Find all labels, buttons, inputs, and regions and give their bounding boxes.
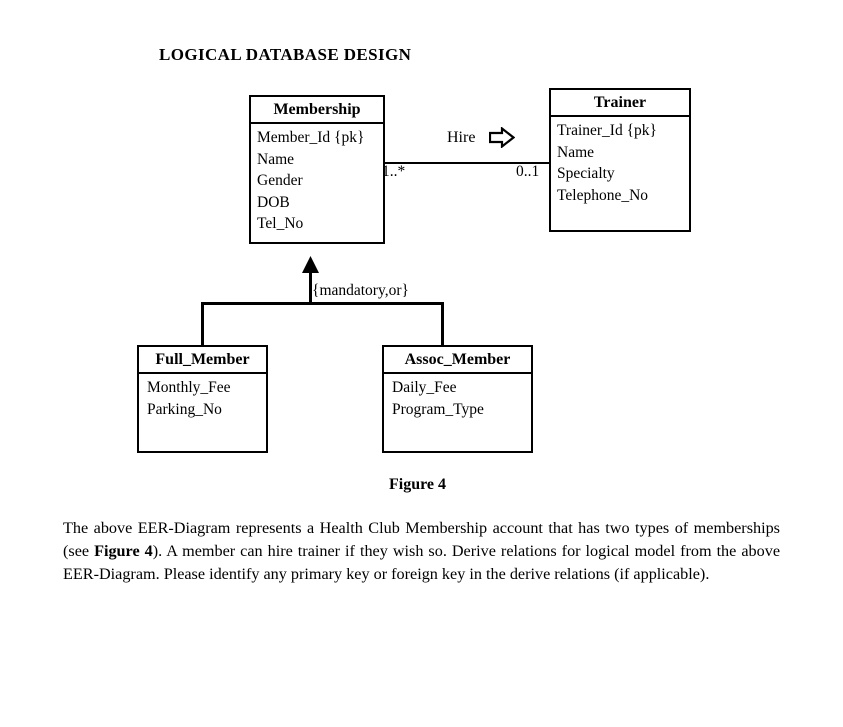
attribute-item: Telephone_No [557,186,649,204]
entity-title-membership: Membership [251,97,383,124]
specialization-branch-line-right [441,302,444,346]
attribute-list-assoc-member: Daily_Fee Program_Type [384,374,531,420]
specialization-horizontal-line [201,302,443,305]
attribute-item: Tel_No [257,215,304,232]
attribute-item: Gender [257,172,303,189]
page-title: LOGICAL DATABASE DESIGN [159,45,412,64]
relationship-label-hire: Hire [447,129,476,146]
up-triangle-icon [301,256,320,278]
paragraph-figure-reference: Figure 4 [94,542,153,560]
attribute-item: Daily_Fee [392,379,457,396]
right-block-arrow-icon [488,126,516,149]
paragraph-text-part-2: ). A member can hire trainer if they wis… [63,542,781,583]
attribute-list-membership: Member_Id {pk} Name Gender DOB Tel_No [251,124,383,235]
entity-title-full-member: Full_Member [139,347,266,374]
attribute-item: Program_Type [392,400,484,418]
body-paragraph: The above EER-Diagram represents a Healt… [63,517,780,586]
attribute-item: Name [257,150,295,168]
attribute-item: DOB [257,193,290,211]
entity-title-trainer: Trainer [551,90,689,117]
attribute-item: Monthly_Fee [147,379,231,396]
multiplicity-label-target: 0..1 [516,163,540,180]
paragraph-text-part-1: The above EER-Diagram represents a Healt… [63,519,780,560]
specialization-branch-line-left [201,302,204,346]
entity-title-assoc-member: Assoc_Member [384,347,531,374]
entity-box-assoc-member: Assoc_Member Daily_Fee Program_Type [382,345,533,453]
attribute-item: Specialty [557,165,615,182]
entity-box-trainer: Trainer Trainer_Id {pk} Name Specialty T… [549,88,691,232]
attribute-item: Parking_No [147,400,222,418]
attribute-item: Name [557,143,595,161]
specialization-constraint-label: {mandatory,or} [312,282,409,299]
multiplicity-label-source: 1..* [382,163,406,180]
attribute-item: Trainer_Id {pk} [557,122,657,139]
attribute-list-trainer: Trainer_Id {pk} Name Specialty Telephone… [551,117,689,206]
specialization-stem-line [309,272,312,304]
attribute-item: Member_Id {pk} [257,129,365,146]
entity-box-full-member: Full_Member Monthly_Fee Parking_No [137,345,268,453]
attribute-list-full-member: Monthly_Fee Parking_No [139,374,266,420]
entity-box-membership: Membership Member_Id {pk} Name Gender DO… [249,95,385,244]
figure-caption: Figure 4 [389,476,447,493]
relationship-line-hire [385,162,550,164]
